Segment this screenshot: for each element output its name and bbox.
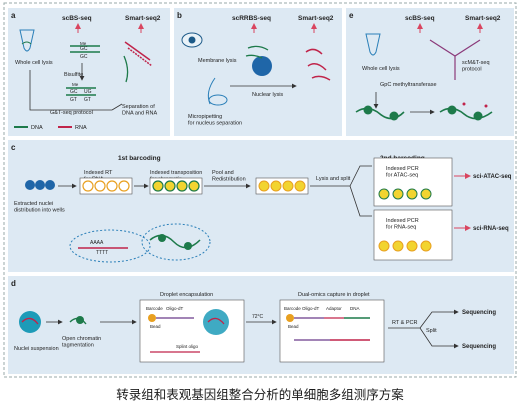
panel-a-smart: Smart-seq2 [125,15,161,22]
panel-c-out-rna: sci-RNA-seq [473,226,509,232]
panel-a-lysis: Whole cell lysis [15,60,53,66]
panel-e-smart: Smart-seq2 [465,15,501,22]
panel-a-me1: Me [80,41,87,46]
panel-d-oligo2: Oligo-dT [302,306,320,311]
panel-a-gc2: GC [80,54,88,60]
panel-d-dual-title: Dual-omics capture in droplet [298,292,370,298]
panel-e-scbs: scBS-seq [405,15,435,22]
panel-b-smart: Smart-seq2 [298,15,334,22]
panel-e-lysis: Whole cell lysis [362,66,400,72]
panel-a-me2: Me [72,82,79,87]
panel-c: c 1st barcoding 2nd barcoding Extracted … [8,140,514,272]
panel-d-nuclei: Nuclei suspension [14,346,59,352]
panel-d-splint: Splint oligo [176,344,199,349]
panel-d-adaptor: Adaptor [326,306,342,311]
panel-d-letter: d [11,279,16,288]
panel-d-seq1: Sequencing [462,310,496,316]
panel-a-scbs: scBS-seq [62,15,92,22]
panel-c-first: 1st barcoding [118,155,161,162]
panel-c-out-atac: sci-ATAC-seq [473,174,512,180]
panel-d-droplet-title: Droplet encapsulation [160,292,213,298]
panel-d-oligo1: Oligo-dT [166,306,184,311]
figure-frame [3,2,517,378]
panel-e-gpc: GpC methyltransferase [380,82,437,88]
multiomics-figure: a scBS-seq Smart-seq2 Whole cell lysis M… [3,2,517,378]
panel-c-tttt: TTTT [96,250,108,256]
panel-c-lysis: Lysis and split [316,176,351,182]
panel-d-seq2: Sequencing [462,344,496,350]
panel-a: a scBS-seq Smart-seq2 Whole cell lysis M… [8,8,170,136]
panel-b-scrrbs: scRRBS-seq [232,15,271,22]
panel-d-bead1: Bead [150,324,161,329]
panel-b-membrane: Membrane lysis [198,58,237,64]
panel-d-barcode1: Barcode [146,306,163,311]
panel-a-gt: GT [70,97,77,103]
panel-a-ug: UG [84,89,92,95]
panel-d-split: Split [426,328,437,334]
panel-a-protocol: G&T-seq protocol [50,110,93,116]
panel-d-temp: 72°C [252,314,264,320]
panel-d-dna: DNA [350,306,360,311]
panel-a-gc3: GC [70,89,78,95]
tube-icon [19,29,35,52]
panel-b: b scRRBS-seq Smart-seq2 Membrane lysis N… [174,8,342,136]
panel-e: e scBS-seq Smart-seq2 Whole cell lysis s… [346,8,514,136]
panel-c-aaaa: AAAA [90,240,104,246]
panel-b-letter: b [177,11,182,20]
panel-c-letter: c [11,143,16,152]
legend-dna: DNA [31,125,43,131]
panel-a-gt2: GT [84,97,91,103]
nucleus [252,56,272,76]
panel-d-barcode2: Barcode [284,306,301,311]
figure-caption: 转录组和表观基因组整合分析的单细胞多组测序方案 [116,387,404,402]
panel-a-bisulfite: Bisulfite [64,72,83,78]
panel-e-letter: e [349,11,354,20]
panel-a-gc1: GC [80,46,88,52]
panel-d-bead2: Bead [288,324,299,329]
panel-d-rt: RT & PCR [392,320,417,326]
panel-a-letter: a [11,11,16,20]
legend-rna: RNA [75,125,87,131]
panel-b-nuclear: Nuclear lysis [252,92,283,98]
